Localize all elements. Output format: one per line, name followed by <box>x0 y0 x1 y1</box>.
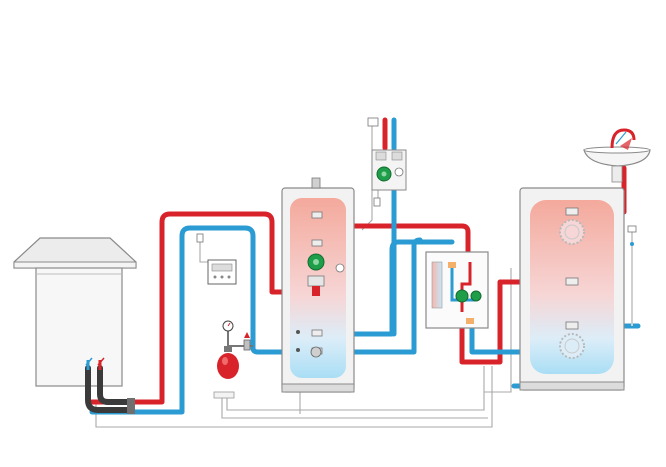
faucet <box>610 128 636 150</box>
mixing-valve <box>307 275 325 296</box>
circulation-pump <box>307 253 325 271</box>
inspection-flange-bottom <box>559 333 585 359</box>
temperature-sensor <box>627 225 637 326</box>
safety-valve <box>243 332 251 351</box>
inspection-flange-top <box>559 219 585 245</box>
safety-group <box>213 320 253 399</box>
outdoor-heat-pump-unit <box>13 237 137 414</box>
dhw-storage-tank <box>519 187 625 391</box>
wall-pump-station <box>367 117 407 207</box>
controller <box>207 259 237 285</box>
pressure-gauge <box>222 320 234 332</box>
expansion-vessel <box>217 346 239 379</box>
wash-basin <box>583 146 651 183</box>
lower-pump <box>310 346 322 358</box>
heat-exchanger-station <box>425 251 489 329</box>
room-sensor <box>196 233 204 243</box>
